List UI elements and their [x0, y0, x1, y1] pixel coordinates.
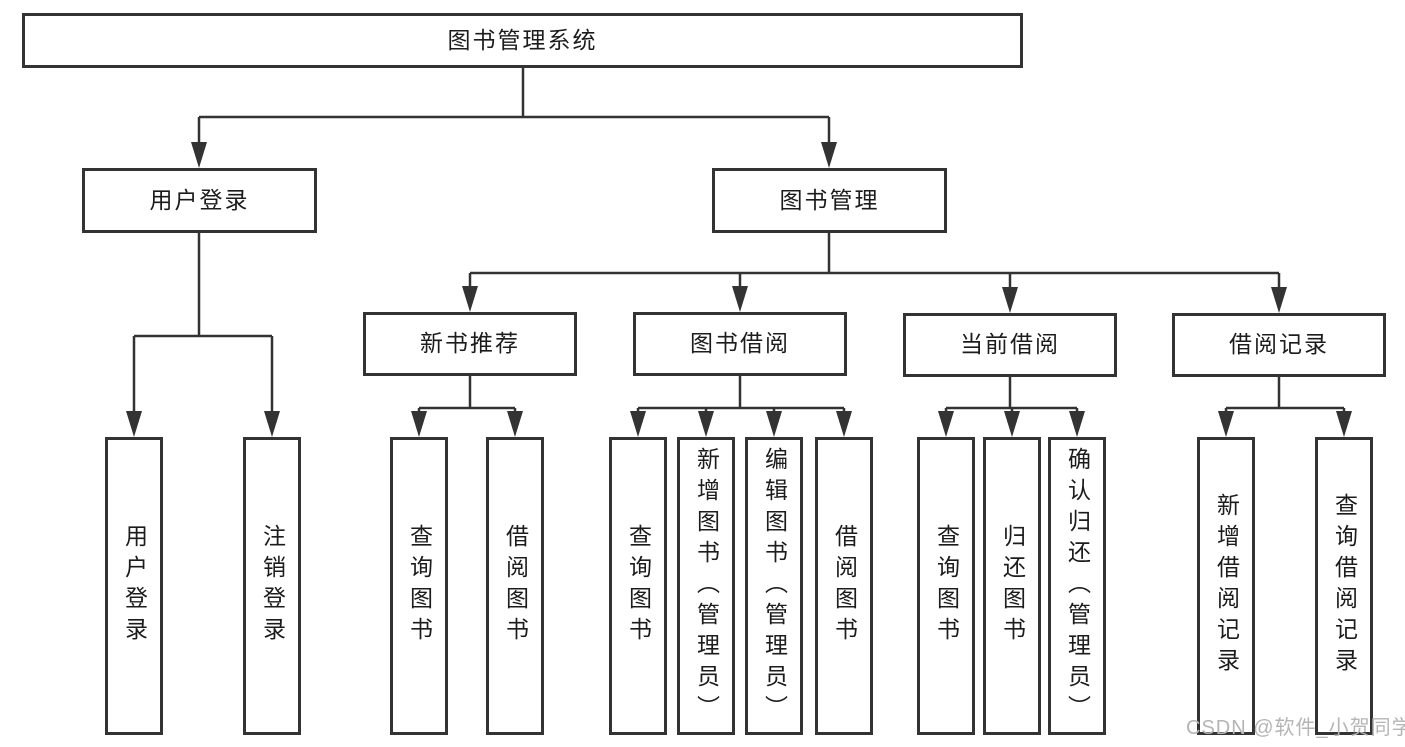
- node-user-login: 用户登录: [82, 168, 317, 233]
- leaf-edit-book-admin-label: 编辑图书（管理员）: [761, 446, 788, 726]
- leaf-confirm-return-admin: 确认归还（管理员）: [1048, 437, 1106, 735]
- leaf-query-borrow-record-label: 查询借阅记录: [1331, 493, 1358, 679]
- leaf-confirm-return-admin-label: 确认归还（管理员）: [1064, 446, 1091, 726]
- leaf-user-login-label: 用户登录: [121, 524, 148, 648]
- leaf-query-books-recommend-label: 查询图书: [406, 524, 433, 648]
- leaf-query-books-borrowing: 查询图书: [609, 437, 667, 735]
- leaf-borrow-books-borrowing: 借阅图书: [815, 437, 873, 735]
- leaf-query-books-borrowing-label: 查询图书: [625, 524, 652, 648]
- node-current-borrowing: 当前借阅: [903, 313, 1117, 377]
- node-current-borrowing-label: 当前借阅: [960, 331, 1060, 358]
- leaf-add-book-admin: 新增图书（管理员）: [677, 437, 735, 735]
- leaf-borrow-books-borrowing-label: 借阅图书: [831, 524, 858, 648]
- leaf-query-books-current: 查询图书: [917, 437, 975, 735]
- node-new-book-recommendation-label: 新书推荐: [420, 330, 520, 357]
- leaf-return-books: 归还图书: [983, 437, 1041, 735]
- leaf-add-book-admin-label: 新增图书（管理员）: [693, 446, 720, 726]
- leaf-borrow-books-recommend: 借阅图书: [486, 437, 544, 735]
- node-book-management: 图书管理: [712, 168, 947, 233]
- leaf-logout: 注销登录: [243, 437, 301, 735]
- node-borrowing-records: 借阅记录: [1172, 313, 1386, 377]
- leaf-query-books-recommend: 查询图书: [390, 437, 448, 735]
- node-borrowing-records-label: 借阅记录: [1229, 331, 1329, 358]
- leaf-borrow-books-recommend-label: 借阅图书: [502, 524, 529, 648]
- node-book-borrowing: 图书借阅: [633, 312, 847, 376]
- node-new-book-recommendation: 新书推荐: [363, 312, 577, 376]
- leaf-query-borrow-record: 查询借阅记录: [1315, 437, 1373, 735]
- node-book-borrowing-label: 图书借阅: [690, 330, 790, 357]
- leaf-query-books-current-label: 查询图书: [933, 524, 960, 648]
- node-root-label: 图书管理系统: [447, 26, 598, 53]
- csdn-watermark: CSDN @软件_小贺同学: [1186, 717, 1405, 739]
- leaf-user-login: 用户登录: [105, 437, 163, 735]
- leaf-add-borrow-record-label: 新增借阅记录: [1213, 493, 1240, 679]
- node-user-login-label: 用户登录: [149, 186, 250, 213]
- leaf-return-books-label: 归还图书: [999, 524, 1026, 648]
- leaf-add-borrow-record: 新增借阅记录: [1197, 437, 1255, 735]
- leaf-edit-book-admin: 编辑图书（管理员）: [745, 437, 803, 735]
- leaf-logout-label: 注销登录: [259, 524, 286, 648]
- node-book-management-label: 图书管理: [779, 186, 880, 213]
- node-root: 图书管理系统: [22, 13, 1023, 68]
